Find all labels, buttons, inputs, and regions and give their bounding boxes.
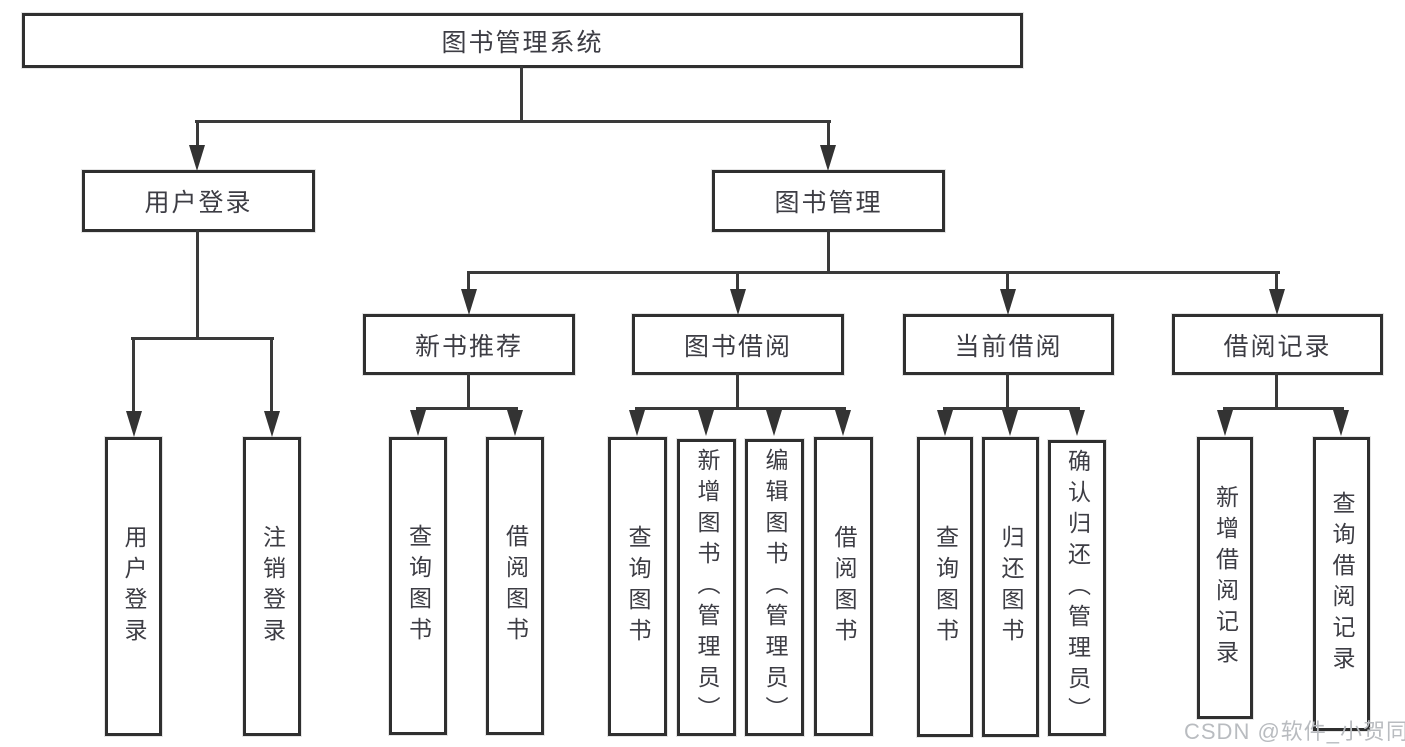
arrow-down-icon [766,410,782,436]
leaf-borrow-books-recommend: 借阅图书 [486,437,544,735]
leaf-borrow-books: 借阅图书 [814,437,873,736]
arrow-down-icon [730,289,746,315]
leaf-query-borrow-record: 查询借阅记录 [1313,437,1370,731]
leaf-return-books: 归还图书 [982,437,1039,737]
connector-line [196,230,199,340]
arrow-down-icon [937,410,953,436]
leaf-query-books-recommend: 查询图书 [389,437,447,735]
arrow-down-icon [629,410,645,436]
connector-line [195,120,831,123]
arrow-down-icon [1069,410,1085,436]
node-library-system: 图书管理系统 [22,13,1023,68]
arrow-down-icon [698,410,714,436]
connector-line [943,407,1080,410]
arrow-down-icon [410,410,426,436]
connector-line [1223,407,1344,410]
arrow-down-icon [820,145,836,171]
connector-line [132,338,135,415]
leaf-add-book-admin: 新增图书（管理员） [677,439,736,736]
watermark: CSDN @软件_小贺同学 [1184,719,1405,744]
connector-line [131,337,274,340]
connector-line [827,230,830,274]
connector-line [467,373,470,409]
arrow-down-icon [461,289,477,315]
connector-line [1275,272,1278,292]
leaf-logout: 注销登录 [243,437,301,736]
arrow-down-icon [1333,410,1349,436]
leaf-query-books-borrow: 查询图书 [608,437,667,736]
leaf-confirm-return-admin: 确认归还（管理员） [1048,440,1106,736]
connector-line [827,121,830,149]
arrow-down-icon [1000,289,1016,315]
arrow-down-icon [507,410,523,436]
leaf-query-books-current: 查询图书 [917,437,973,737]
node-book-management: 图书管理 [712,170,945,232]
leaf-add-borrow-record: 新增借阅记录 [1197,437,1253,719]
connector-line [467,271,1280,274]
arrow-down-icon [1269,289,1285,315]
arrow-down-icon [835,410,851,436]
node-user-login: 用户登录 [82,170,315,232]
leaf-user-login: 用户登录 [105,437,162,736]
connector-line [1006,373,1009,409]
arrow-down-icon [126,411,142,437]
arrow-down-icon [1002,410,1018,436]
node-current-borrow: 当前借阅 [903,314,1114,375]
connector-line [736,373,739,409]
arrow-down-icon [264,411,280,437]
node-book-borrow: 图书借阅 [632,314,844,375]
connector-line [270,338,273,415]
connector-line [416,407,518,410]
connector-line [635,407,846,410]
node-borrow-records: 借阅记录 [1172,314,1383,375]
leaf-edit-book-admin: 编辑图书（管理员） [745,439,804,736]
connector-line [1275,373,1278,409]
connector-line [467,272,470,292]
arrow-down-icon [1217,410,1233,436]
node-new-book-recommend: 新书推荐 [363,314,575,375]
connector-line [196,121,199,149]
connector-line [1006,272,1009,292]
arrow-down-icon [189,145,205,171]
connector-line [520,66,523,123]
connector-line [736,272,739,292]
